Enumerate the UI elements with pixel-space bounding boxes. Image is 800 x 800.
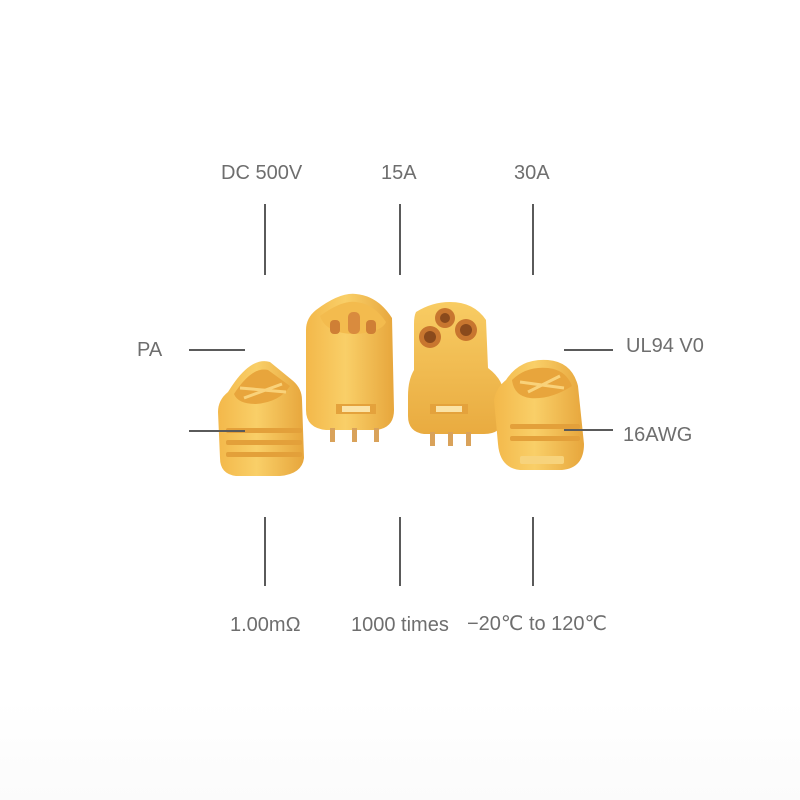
resistance-leader-line [264, 517, 266, 586]
material-label: PA [137, 339, 163, 361]
temperature-leader-line [532, 517, 534, 586]
material-leader-line [189, 349, 245, 351]
durability-leader-line [399, 517, 401, 586]
current-female-label: 30A [514, 162, 550, 184]
female-connector [408, 302, 504, 446]
bottom-reflection [0, 700, 800, 800]
durability-label: 1000 times [351, 614, 449, 636]
voltage-leader-line [264, 204, 266, 275]
voltage-label: DC 500V [221, 162, 303, 184]
resistance-label: 1.00mΩ [230, 614, 301, 636]
flame-rating-leader-line [564, 349, 613, 351]
wire-gauge-leader-line [564, 429, 613, 431]
temperature-label: −20℃ to 120℃ [467, 613, 608, 635]
right-sleeve-boot [494, 359, 584, 470]
boot-leader-line [189, 430, 245, 432]
wire-gauge-label: 16AWG [623, 424, 693, 446]
left-sleeve-boot [218, 361, 304, 476]
male-connector [306, 293, 394, 442]
current-female-leader-line [532, 204, 534, 275]
current-male-leader-line [399, 204, 401, 275]
flame-rating-label: UL94 V0 [626, 335, 704, 357]
current-male-label: 15A [381, 162, 417, 184]
